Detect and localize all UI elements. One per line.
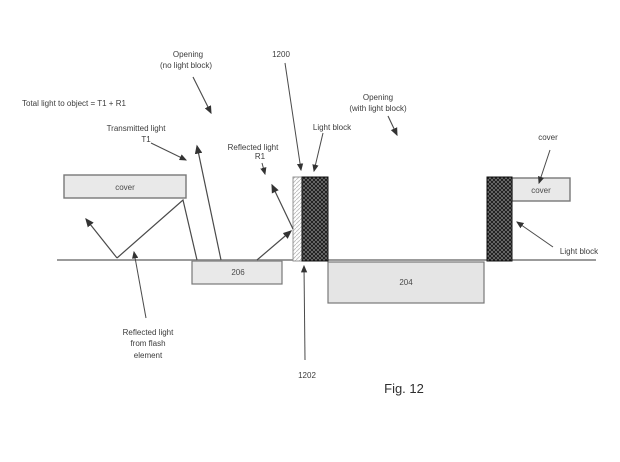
arrow-opening-no-block: [192, 76, 212, 115]
label-opening-with-block-line2: (with light block): [349, 104, 407, 113]
label-transmitted-line1: Transmitted light: [107, 124, 167, 133]
label-opening-no-block-line1: Opening: [173, 50, 203, 59]
cover-right-box: cover: [511, 177, 571, 202]
label-light-block-center: Light block: [313, 123, 352, 132]
label-ref-1200: 1200: [272, 50, 290, 59]
label-reflected-flash-line3: element: [134, 351, 163, 360]
label-light-block-right: Light block: [560, 247, 599, 256]
label-ref-1202: 1202: [298, 371, 316, 380]
arrow-light-block-center: [312, 132, 324, 173]
label-total-light-equation: Total light to object = T1 + R1: [22, 99, 126, 108]
cover-right-box-label: cover: [531, 186, 551, 195]
ray-incident-on-strip: [256, 230, 293, 261]
strip-1200: [292, 176, 303, 262]
cover-left-box: cover: [63, 174, 187, 199]
box-206: 206: [191, 260, 283, 285]
cover-left-label: cover: [115, 183, 135, 192]
arrow-ref-1200: [284, 62, 304, 172]
label-opening-no-block-line2: (no light block): [160, 61, 212, 70]
label-transmitted-line2: T1: [141, 135, 151, 144]
label-reflected-flash-line2: from flash: [130, 339, 165, 348]
box-204-rect: [327, 261, 485, 304]
arrow-reflected-label: [260, 162, 267, 176]
arrow-ref-1202: [300, 264, 308, 361]
arrow-reflected-flash: [132, 250, 147, 319]
box-206-label: 206: [231, 268, 245, 277]
ray-reflected-from-flash: [85, 217, 118, 259]
arrow-light-block-right: [516, 221, 554, 248]
light-block-center: [301, 176, 329, 262]
box-204-label: 204: [399, 278, 413, 287]
label-opening-with-block-line1: Opening: [363, 93, 393, 102]
label-reflected-flash-line1: Reflected light: [123, 328, 174, 337]
label-cover-right: cover: [538, 133, 558, 142]
box-206-rect: [191, 260, 283, 285]
arrow-cover-right: [538, 149, 551, 185]
cover-left-rect: [63, 174, 187, 199]
label-reflected-line1: Reflected light: [228, 143, 279, 152]
light-block-right: [486, 176, 513, 262]
ray-cover-reflection: [116, 198, 198, 261]
ray-reflected-r1: [271, 183, 294, 230]
label-reflected-line2: R1: [255, 152, 266, 161]
figure-caption: Fig. 12: [384, 381, 424, 396]
arrow-transmitted-label: [150, 142, 188, 161]
arrow-opening-with-block: [387, 115, 398, 137]
box-204: 204: [327, 261, 485, 304]
ray-transmitted-t1: [194, 144, 222, 261]
